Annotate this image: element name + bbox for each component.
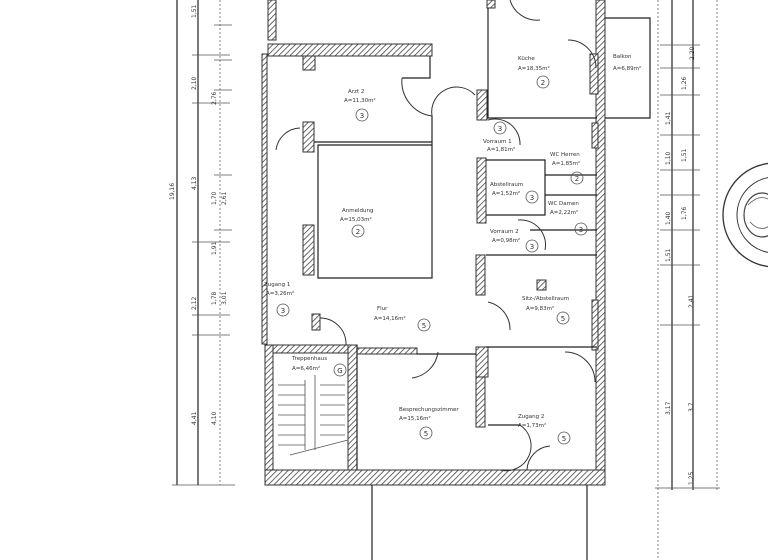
room-zugang-1: Zugang 1 A=3,26m² 3 [264,282,294,317]
room-label-text: A=9,83m² [526,305,554,312]
room-label-text: 2 [541,79,545,87]
dimension-label: 1,51 [665,248,672,262]
room-label-text: Balkon [613,54,632,60]
room-label-text: A=18,35m² [518,65,550,72]
room-label-text: 3 [530,243,534,251]
dimension-label: 2,20 [689,46,696,60]
room-label-text: A=14,16m² [374,315,406,322]
room-label-text: Zugang 2 [518,414,544,420]
dimension-label: 2,12 [191,296,198,310]
dimension-label: 1,51 [191,4,198,18]
doors [275,0,597,472]
room-label-text: A=0,98m² [492,237,520,244]
room-label-text: G [337,367,342,375]
dimension-label: 1,70 [211,191,218,205]
room-label-text: 3 [530,194,534,202]
dimension-label: 3,7 [688,402,695,412]
room-label-text: Zugang 1 [264,282,290,288]
room-label-text: 3 [498,125,502,133]
room-label-text: Anmeldung [342,208,373,214]
dimension-label: 2,41 [688,294,695,308]
room-label-text: A=11,30m² [344,97,376,104]
dimension-label: 2,61 [221,191,228,205]
room-label-text: A=2,22m² [550,209,578,216]
dimension-label: 1,76 [681,206,688,220]
room-vorraum-2: Vorraum 2 A=0,98m² 3 [490,229,539,253]
room-label-text: 5 [562,435,566,443]
room-label-text: 2 [575,175,579,183]
dimension-label: 1,40 [665,211,672,225]
room-label-text: A=1,81m² [487,146,515,153]
dimension-label: 3,17 [665,401,672,415]
room-label-text: Vorraum 2 [490,229,519,235]
room-label-text: A=1,85m² [552,160,580,167]
room-label-text: A=3,26m² [266,290,294,297]
room-label-text: A=1,73m² [518,422,546,429]
dimension-label: 1,78 [211,291,218,305]
room-label-text: A=1,52m² [492,190,520,197]
room-label-text: 2 [356,228,360,236]
room-arzt-2: Arzt 2 A=11,30m² 3 [344,89,376,122]
room-label-text: Abstellraum [490,182,523,188]
dimension-lines-right: 2,20 1,41 1,26 1,10 1,51 1,40 1,76 1,51 … [655,0,720,560]
room-label-text: Besprechungszimmer [399,407,459,413]
staircase [278,375,349,456]
dimension-label: 1,91 [211,241,218,255]
room-label-text: 3 [579,226,583,234]
dimension-label: 3,01 [221,291,228,305]
room-label-text: Vorraum 1 [483,139,512,145]
dimension-label: 1,51 [681,148,688,162]
dimension-label: 1,41 [665,111,672,125]
dimension-label: 2,76 [211,91,218,105]
room-label-text: 5 [561,315,565,323]
room-label-text: Sitz-/Abstellraum [522,296,569,302]
room-label-text: Treppenhaus [291,356,327,362]
room-zugang-2: Zugang 2 A=1,73m² 5 [518,414,571,445]
room-label-text: 5 [422,322,426,330]
walls [261,0,606,486]
room-label-text: Flur [377,306,388,312]
room-label-text: 3 [281,307,285,315]
dimension-label: 2,10 [191,76,198,90]
interior-walls [314,8,651,560]
dimension-label: 1,26 [681,76,688,90]
room-label-text: 3 [360,112,364,120]
dimension-label: 19,16 [169,183,176,200]
room-label-text: 5 [424,430,428,438]
room-label-text: A=6,89m² [613,65,641,72]
room-label-text: Arzt 2 [348,89,364,95]
dimension-label: 1,10 [665,151,672,165]
room-label-text: WC Herren [550,152,580,158]
room-label-text: Küche [518,56,535,62]
dimension-lines-left: 19,16 1,51 2,10 2,76 4,13 1,70 2,61 1,91… [169,0,235,486]
room-label-text: A=15,03m² [340,216,372,223]
dimension-label: 4,10 [211,411,218,425]
dimension-label: 1,25 [688,471,695,485]
official-stamp [722,162,768,268]
room-label-text: WC Damen [548,201,579,207]
room-label-text: A=6,46m² [292,365,320,372]
dimension-label: 4,41 [191,411,198,425]
dimension-label: 4,13 [191,176,198,190]
room-label-text: A=15,16m² [399,415,431,422]
